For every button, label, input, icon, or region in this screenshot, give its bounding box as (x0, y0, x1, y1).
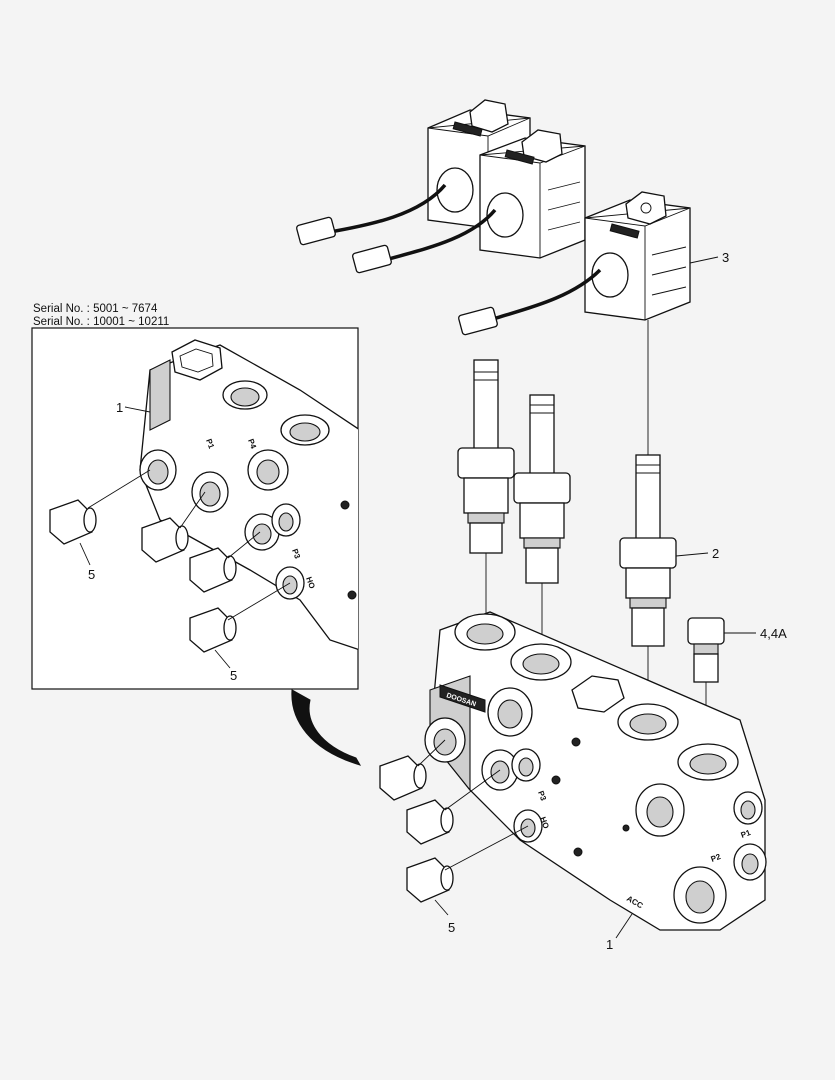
inset-port-label-p3: P3 (290, 548, 302, 561)
callout-inset-plug-bottom: 5 (230, 668, 238, 683)
coil-wire-harnesses (296, 183, 602, 336)
relief-valve (687, 617, 725, 683)
port-label-ho: HO (538, 816, 551, 830)
inset-leader-lines (79, 406, 291, 669)
callout-inset-body: 1 (116, 400, 124, 415)
inset-port-label-ho: HO (304, 576, 317, 590)
inset-port-label-p1: P1 (204, 438, 216, 451)
serial-number-line-2: Serial No. : 10001 ~ 10211 (33, 316, 170, 328)
solenoid-coil-2 (479, 129, 586, 259)
serial-number-line-1: Serial No. : 5001 ~ 7674 (33, 303, 158, 315)
solenoid-coil-3 (584, 191, 691, 321)
curved-arrow (291, 689, 362, 766)
callout-cartridge-valve: 2 (712, 546, 720, 561)
callout-main-body: 1 (606, 937, 614, 952)
inset-port-label-p4: P4 (246, 438, 258, 451)
inset-valve-body: P4 P1 P3 HO (139, 339, 358, 651)
port-label-p2: P2 (710, 852, 723, 864)
inset-plugs (49, 499, 237, 653)
port-label-p1: P1 (740, 828, 753, 840)
callout-leaders (417, 256, 756, 939)
cartridge-valve-2 (513, 394, 571, 584)
main-valve-body: DOOSAN P3 HO P1 P2 ACC (424, 611, 767, 931)
cartridge-valve-1 (457, 359, 515, 554)
callout-main-plug: 5 (448, 920, 456, 935)
main-plugs (379, 755, 454, 903)
callout-solenoid-coil: 3 (722, 250, 730, 265)
cartridge-valve-3 (619, 454, 677, 647)
port-label-p3: P3 (536, 790, 548, 803)
callout-relief-valve: 4,4A (760, 626, 787, 641)
callout-inset-plug-top: 5 (88, 567, 96, 582)
